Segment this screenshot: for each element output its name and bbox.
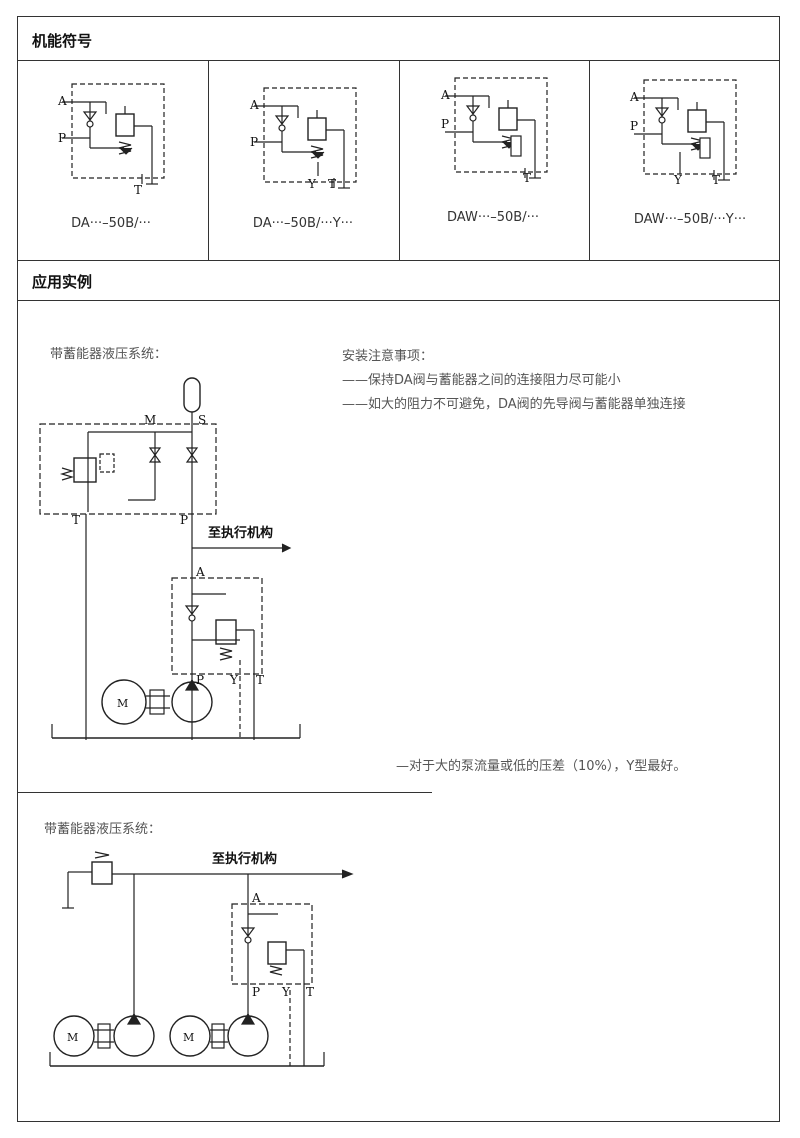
svg-text:P: P [252,985,260,999]
symbol-daw-y-diagram: A P Y T [629,79,737,187]
svg-text:Y: Y [673,173,683,187]
divider [17,300,780,301]
svg-text:A: A [249,98,259,112]
symbol-label-da-y: DA···–50B/···Y··· [252,216,354,231]
to-actuator-label-2: 至执行机构 [212,852,278,867]
symbol-da-diagram: A P T [57,83,165,197]
symbol-daw-diagram: A P T [440,77,548,185]
symbol-label-daw: DAW···–50B/··· [447,210,539,225]
svg-text:P: P [630,119,638,133]
svg-text:P: P [441,117,449,131]
example-divider [17,792,432,793]
bottom-note: —对于大的泵流量或低的压差（10%），Y型最好。 [396,759,687,774]
svg-text:A: A [440,88,450,102]
svg-text:Y: Y [307,177,317,191]
divider [17,260,780,261]
svg-text:T: T [256,673,264,687]
divider [17,60,780,61]
svg-text:M: M [117,697,128,710]
svg-text:T: T [523,171,531,185]
cell-divider [208,60,209,260]
svg-text:Y: Y [281,985,291,999]
svg-text:P: P [58,131,66,145]
example2-diagram [49,851,354,1067]
svg-text:T: T [328,177,336,191]
notes-title: 安装注意事项： [342,349,434,364]
symbol-label-da: DA···–50B/··· [71,216,151,231]
svg-text:A: A [195,565,205,579]
svg-text:P: P [196,673,204,687]
example2-port-labels: A P Y T M M [67,891,314,1044]
svg-text:T: T [72,513,80,527]
note-line-1: ——保持DA阀与蓄能器之间的连接阻力尽可能小 [342,373,621,388]
svg-text:M: M [67,1031,78,1044]
svg-text:P: P [250,135,258,149]
svg-text:A: A [57,94,67,108]
example1-diagram [39,377,301,740]
page-frame [17,16,780,1122]
example2-caption: 带蓄能器液压系统： [44,822,162,837]
svg-text:T: T [306,985,314,999]
svg-text:M: M [144,413,156,427]
svg-text:T: T [134,183,142,197]
symbol-da-y-diagram: A P Y T [249,87,357,191]
example1-port-labels: M S T P A P Y T M [72,413,264,710]
example1-caption: 带蓄能器液压系统： [50,347,168,362]
svg-text:Y: Y [229,673,239,687]
cell-divider [589,60,590,260]
section-title-application-examples: 应用实例 [32,273,93,291]
svg-text:P: P [180,513,188,527]
svg-text:T: T [712,173,720,187]
section-title-function-symbols: 机能符号 [32,32,93,50]
cell-divider [399,60,400,260]
svg-text:A: A [629,90,639,104]
svg-text:A: A [251,891,261,905]
svg-text:S: S [198,413,206,427]
to-actuator-label-1: 至执行机构 [208,526,274,541]
note-line-2: ——如大的阻力不可避免，DA阀的先导阀与蓄能器单独连接 [342,397,686,412]
symbol-label-daw-y: DAW···–50B/···Y··· [633,212,747,227]
svg-text:M: M [183,1031,194,1044]
